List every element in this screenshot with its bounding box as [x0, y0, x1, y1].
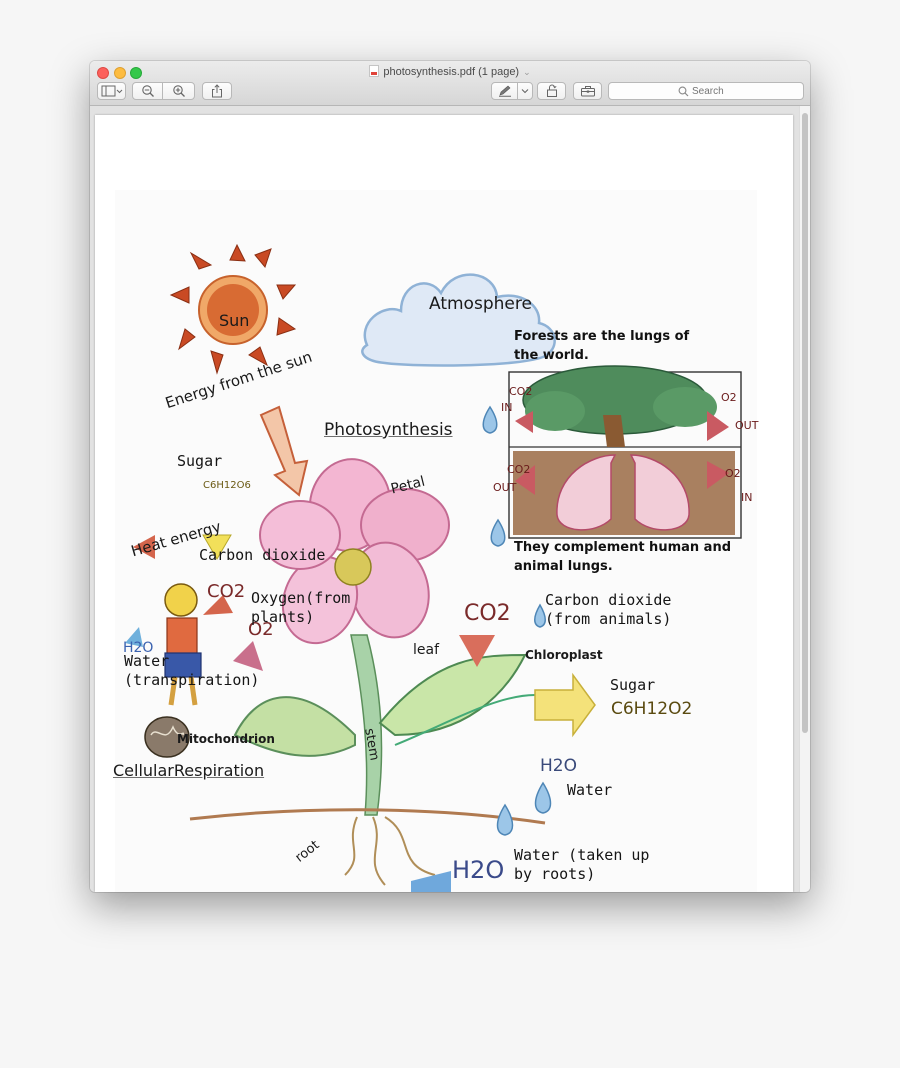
preview-window: photosynthesis.pdf (1 page)⌄ [90, 61, 810, 892]
o2-out-word: OUT [735, 419, 759, 432]
flower-drawing [259, 458, 450, 645]
search-field[interactable] [608, 82, 804, 100]
cellular-respiration-title: CellularRespiration [113, 761, 265, 780]
photosynthesis-title: Photosynthesis [324, 420, 453, 440]
o2-in-formula: O2 [725, 467, 741, 480]
carbon-dioxide-label: Carbon dioxide [199, 546, 326, 564]
forests-label-line1: Forests are the lungs of [514, 329, 690, 344]
stem-and-leaves [233, 634, 536, 816]
o2-out-formula: O2 [721, 391, 737, 404]
flow-arrows [125, 534, 596, 892]
co2-in-word: IN [501, 401, 513, 414]
pdf-page: Sun Atmosphere Energy from the sun Photo… [95, 115, 793, 892]
water-label: Water [567, 781, 613, 799]
mitochondrion-drawing [144, 716, 190, 758]
oxygen-label-line1: Oxygen(from [251, 589, 351, 607]
oxygen-label-line2: plants) [251, 608, 315, 626]
share-icon [212, 84, 222, 98]
carbon-dioxide-animals-line1: Carbon dioxide [545, 591, 672, 609]
water-roots-line2: by roots) [514, 865, 596, 883]
chevron-down-icon [521, 89, 529, 94]
close-button[interactable] [97, 67, 109, 79]
zoom-out-button[interactable] [132, 82, 163, 100]
carbon-dioxide-animals-line2: (from animals) [545, 610, 672, 628]
window-title[interactable]: photosynthesis.pdf (1 page)⌄ [90, 65, 810, 79]
toolbox-icon [580, 86, 595, 97]
co2-left-formula: CO2 [207, 581, 246, 602]
h2o-water-formula: H2O [540, 756, 577, 776]
water-transpiration-line1: Water [124, 652, 170, 670]
document-viewport[interactable]: Sun Atmosphere Energy from the sun Photo… [90, 106, 810, 892]
title-bar[interactable]: photosynthesis.pdf (1 page)⌄ [90, 61, 810, 106]
share-button[interactable] [202, 82, 232, 100]
leaf-label: leaf [413, 642, 440, 658]
energy-arrow [259, 405, 309, 497]
water-drops [482, 405, 552, 836]
forests-label-line2: the world. [514, 348, 589, 363]
sugar-left-label: Sugar [177, 452, 223, 470]
pdf-file-icon [369, 65, 380, 77]
water-roots-line1: Water (taken up [514, 846, 650, 864]
complement-label-line1: They complement human and [514, 540, 732, 555]
minimize-button[interactable] [114, 67, 126, 79]
zoom-in-icon [172, 85, 185, 97]
chloroplast-label: Chloroplast [525, 648, 603, 662]
zoom-in-button[interactable] [162, 82, 195, 100]
markup-button[interactable] [491, 82, 518, 100]
scrollbar-thumb[interactable] [802, 113, 808, 733]
toolbox-button[interactable] [573, 82, 602, 100]
atmosphere-label: Atmosphere [429, 294, 532, 314]
sugar-formula-left: C6H12O6 [203, 480, 251, 491]
zoom-button[interactable] [130, 67, 142, 79]
mitochondrion-label: Mitochondrion [177, 732, 275, 746]
search-icon [678, 86, 689, 96]
sugar-right-label: Sugar [610, 676, 656, 694]
sun-drawing [169, 243, 297, 375]
markup-menu-button[interactable] [517, 82, 533, 100]
water-transpiration-line2: (transpiration) [124, 671, 260, 689]
window-title-text: photosynthesis.pdf (1 page) [383, 66, 520, 78]
o2-in-word: IN [741, 491, 753, 504]
sun-label: Sun [219, 311, 250, 330]
co2-in-formula: CO2 [509, 385, 533, 398]
cloud-drawing [361, 273, 556, 367]
rotate-icon [546, 84, 557, 97]
sidebar-view-button[interactable] [97, 82, 126, 100]
co2-out-word: OUT [493, 481, 517, 494]
child-figure [164, 583, 202, 706]
ground-and-roots [189, 808, 546, 886]
vertical-scrollbar[interactable] [799, 106, 810, 892]
forest-lungs-box [508, 365, 742, 539]
photosynthesis-illustration [115, 190, 757, 892]
co2-right-formula: CO2 [464, 601, 511, 626]
h2o-bottom-formula: H2O [452, 856, 505, 884]
o2-left-formula: O2 [248, 619, 274, 640]
sugar-formula-right: C6H12O2 [611, 699, 693, 719]
complement-label-line2: animal lungs. [514, 559, 613, 574]
rotate-button[interactable] [537, 82, 566, 100]
zoom-out-icon [141, 85, 154, 97]
title-chevron-icon: ⌄ [523, 67, 531, 77]
h2o-small-formula: H2O [123, 640, 154, 656]
markup-pen-icon [498, 85, 511, 97]
sidebar-icon [101, 85, 122, 97]
co2-out-formula: CO2 [507, 463, 531, 476]
search-input[interactable] [692, 85, 734, 97]
